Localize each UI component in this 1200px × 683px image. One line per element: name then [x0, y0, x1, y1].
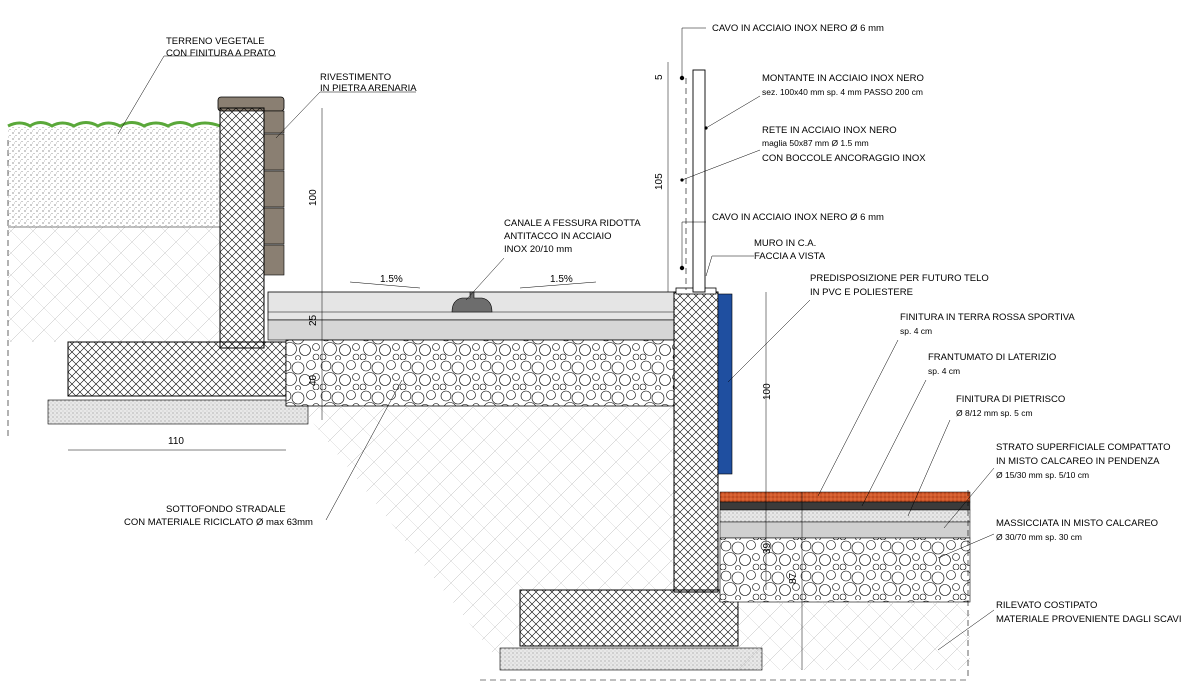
annotations: TERRENO VEGETALE CON FINITURA A PRATO RI…	[124, 23, 1181, 625]
label-massicciata-1: MASSICCIATA IN MISTO CALCAREO	[996, 518, 1158, 529]
laterizio-layer	[719, 501, 971, 511]
dim-5: 5	[654, 74, 665, 80]
label-sottofondo-2: CON MATERIALE RICICLATO Ø max 63mm	[124, 517, 313, 528]
topsoil-left	[8, 127, 220, 227]
grass-line	[7, 121, 221, 128]
left-footing	[67, 341, 287, 397]
path-ground	[300, 406, 674, 660]
dim-100-left: 100	[308, 189, 319, 206]
massicciata-layer	[719, 537, 971, 603]
label-muro-2: FACCIA A VISTA	[754, 251, 826, 262]
path-gravel	[285, 339, 675, 407]
dim-40: 40	[308, 374, 319, 386]
cable-top	[679, 75, 685, 81]
path-subbase	[267, 319, 675, 341]
cable-bottom	[679, 265, 685, 271]
pvc-sheet	[717, 293, 733, 475]
label-cavo-mid: CAVO IN ACCIAIO INOX NERO Ø 6 mm	[712, 212, 884, 223]
dim-25: 25	[308, 314, 319, 326]
label-rete-3: CON BOCCOLE ANCORAGGIO INOX	[762, 153, 926, 164]
label-massicciata-2: Ø 30/70 mm sp. 30 cm	[996, 532, 1082, 542]
right-footing	[519, 589, 739, 647]
fence-post	[692, 69, 706, 293]
right-blinding	[499, 647, 763, 671]
label-rilevato-1: RILEVATO COSTIPATO	[996, 600, 1097, 611]
label-terra-rossa-1: FINITURA IN TERRA ROSSA SPORTIVA	[900, 312, 1075, 323]
subsoil-left	[8, 227, 220, 342]
label-telo-1: PREDISPOSIZIONE PER FUTURO TELO	[810, 273, 989, 284]
left-wall	[219, 107, 265, 349]
label-canale-3: INOX 20/10 mm	[504, 244, 572, 255]
label-canale-1: CANALE A FESSURA RIDOTTA	[504, 218, 641, 229]
label-pietrisco-2: Ø 8/12 mm sp. 5 cm	[956, 408, 1033, 418]
label-canale-2: ANTITACCO IN ACCIAIO	[504, 231, 612, 242]
compacted-layer	[719, 521, 971, 539]
dim-105: 105	[654, 173, 665, 190]
label-strato-1: STRATO SUPERFICIALE COMPATTATO	[996, 442, 1171, 453]
dimension-values: 5 105 100 25 40 110 100 39 87 1.5% 1.5% …	[168, 74, 799, 683]
dim-110: 110	[168, 436, 184, 447]
label-terreno-1: TERRENO VEGETALE	[166, 36, 265, 47]
label-cavo-top: CAVO IN ACCIAIO INOX NERO Ø 6 mm	[712, 23, 884, 34]
label-rilevato-2: MATERIALE PROVENIENTE DAGLI SCAVI	[996, 614, 1181, 625]
slope-right: 1.5%	[550, 274, 573, 285]
label-frantumato-1: FRANTUMATO DI LATERIZIO	[928, 352, 1056, 363]
label-montante-2: sez. 100x40 mm sp. 4 mm PASSO 200 cm	[762, 87, 923, 97]
label-rete-1: RETE IN ACCIAIO INOX NERO	[762, 125, 897, 136]
label-strato-2: IN MISTO CALCAREO IN PENDENZA	[996, 456, 1160, 467]
label-terra-rossa-2: sp. 4 cm	[900, 326, 932, 336]
dim-39: 39	[762, 542, 773, 554]
slope-left: 1.5%	[380, 274, 403, 285]
label-pietrisco-1: FINITURA DI PIETRISCO	[956, 394, 1065, 405]
dim-87: 87	[788, 572, 799, 584]
dim-100-right: 100	[762, 383, 773, 400]
label-rivestimento-1: RIVESTIMENTO	[320, 72, 391, 83]
label-sottofondo-1: SOTTOFONDO STRADALE	[166, 504, 286, 515]
label-montante-1: MONTANTE IN ACCIAIO INOX NERO	[762, 73, 924, 84]
drain-channel	[451, 291, 493, 313]
label-strato-3: Ø 15/30 mm sp. 5/10 cm	[996, 470, 1089, 480]
pietrisco-layer	[719, 509, 971, 523]
label-terreno-2: CON FINITURA A PRATO	[166, 48, 275, 59]
label-muro-1: MURO IN C.A.	[754, 238, 816, 249]
right-wall	[673, 291, 719, 593]
terra-rossa-layer	[719, 491, 971, 503]
dim-lines	[7, 62, 969, 681]
label-frantumato-2: sp. 4 cm	[928, 366, 960, 376]
rilevato-layer	[738, 602, 970, 670]
label-telo-2: IN PVC E POLIESTERE	[810, 287, 913, 298]
label-rivestimento-2: IN PIETRA ARENARIA	[320, 83, 417, 94]
stone-cladding	[263, 110, 285, 276]
leaders	[117, 27, 995, 651]
label-rete-2: maglia 50x87 mm Ø 1.5 mm	[762, 138, 869, 148]
left-blinding	[47, 399, 309, 425]
